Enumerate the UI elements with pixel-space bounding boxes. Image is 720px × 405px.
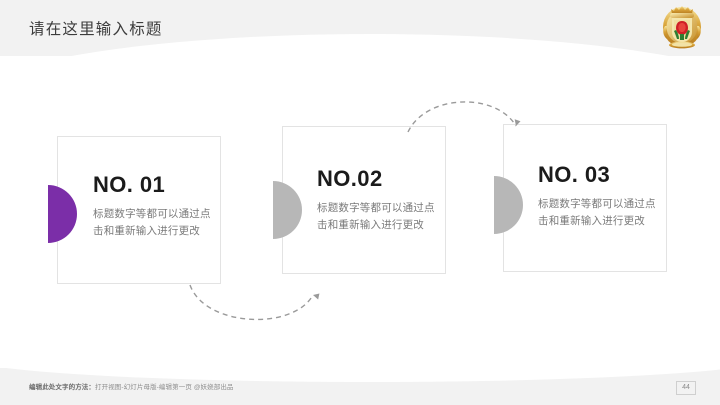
footer-note: 编辑此处文字的方法：打开视图-幻灯片母版-编辑第一页 @妖娆部出品 [29,381,234,391]
arrow-card2-to-card3-icon [407,101,521,133]
header-band [0,0,720,56]
step-card-1-body: 标题数字等都可以通过点击和重新输入进行更改 [93,208,211,238]
step-card-3[interactable] [503,124,667,272]
gold-crest-emblem-icon [663,6,701,49]
page-number-badge: 44 [676,381,696,395]
footer-note-label: 编辑此处文字的方法： [29,384,95,391]
page-title: 请在这里输入标题 [29,21,163,38]
step-card-3-title: NO. 03 [538,162,611,187]
footer-note-value: 打开视图-幻灯片母版-编辑第一页 @妖娆部出品 [95,384,234,391]
step-card-1-title: NO. 01 [93,172,166,197]
step-card-2-title: NO.02 [317,166,383,191]
step-card-3-body: 标题数字等都可以通过点击和重新输入进行更改 [538,198,656,228]
footer-band [0,368,720,405]
footer-curve-divider [0,368,720,382]
step-card-2[interactable] [282,126,446,274]
step-card-2-body: 标题数字等都可以通过点击和重新输入进行更改 [317,202,435,232]
arrow-card1-to-card2-icon [189,284,320,321]
